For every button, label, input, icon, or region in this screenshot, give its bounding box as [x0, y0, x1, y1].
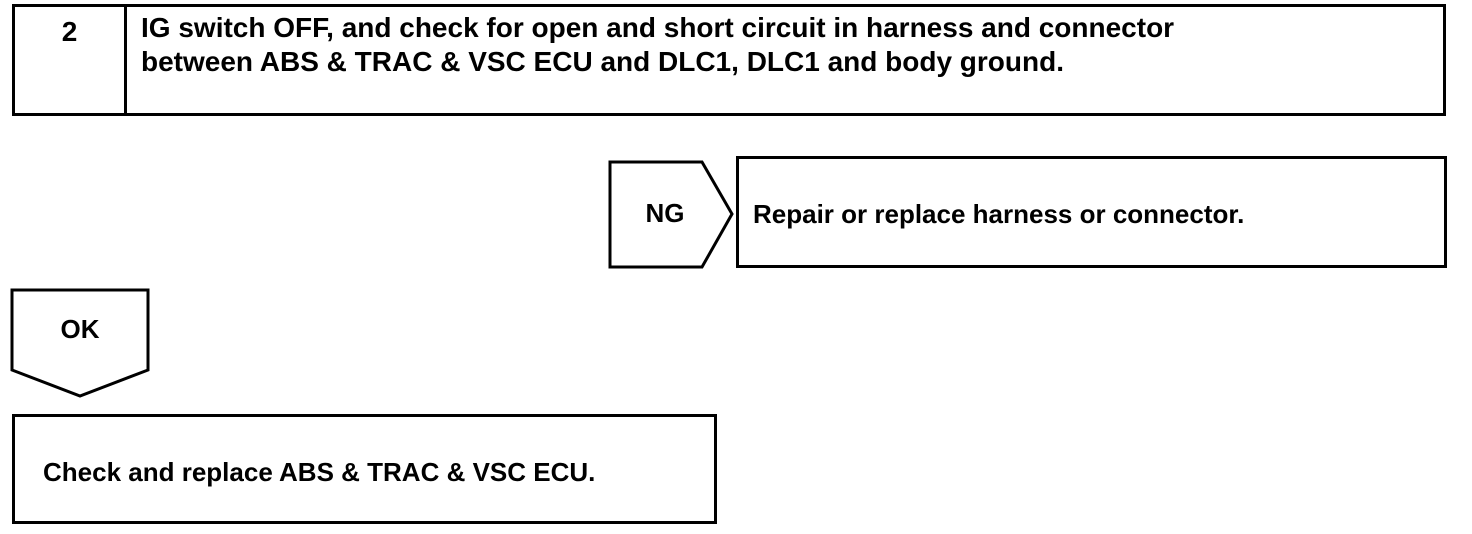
ok-result-text: Check and replace ABS & TRAC & VSC ECU.: [43, 457, 596, 487]
ng-result-box: Repair or replace harness or connector.: [736, 156, 1447, 268]
step-number: 2: [61, 16, 78, 47]
ok-label: OK: [60, 314, 100, 344]
ng-result-text: Repair or replace harness or connector.: [753, 199, 1245, 229]
ok-arrow-shape: [10, 288, 150, 398]
ng-label: NG: [645, 198, 685, 228]
ng-arrow-shape: [608, 160, 734, 269]
step-instruction: IG switch OFF, and check for open and sh…: [141, 12, 1175, 77]
step-number-cell: 2: [15, 7, 127, 113]
ok-result-box: Check and replace ABS & TRAC & VSC ECU.: [12, 414, 717, 524]
step-box: 2 IG switch OFF, and check for open and …: [12, 4, 1446, 116]
